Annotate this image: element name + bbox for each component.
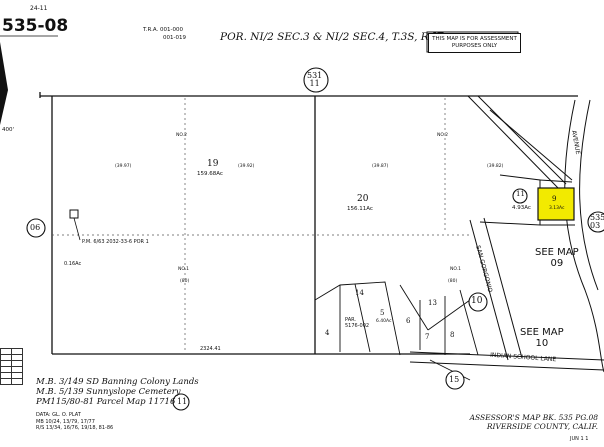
tra-line-1: T.R.A. 001-000 <box>143 27 183 33</box>
adjacent-page-left[interactable] <box>26 218 46 238</box>
diagonal-road <box>467 95 604 373</box>
adjacent-page-right[interactable] <box>587 211 604 233</box>
lot-label: (39.92) <box>238 164 255 169</box>
section-boundary <box>39 92 578 355</box>
school-lane <box>409 351 604 371</box>
highlighted-parcel[interactable] <box>537 187 575 221</box>
parcel-8-id: 8 <box>450 331 455 339</box>
north-arrow-label: 400' <box>2 127 15 133</box>
footer-date: JUN 1 1 <box>570 436 589 442</box>
parcel-7-id: 7 <box>425 333 430 341</box>
parcel-9-area: 3.13Ac <box>549 206 565 211</box>
assessment-note: THIS MAP IS FOR ASSESSMENT PURPOSES ONLY <box>428 33 521 53</box>
adjacent-page-top-label: 531 11 <box>307 71 323 89</box>
lot-label: NO.1 <box>450 267 462 272</box>
lot-label: NO.1 <box>178 267 190 272</box>
adjacent-page-bottom-right[interactable] <box>445 370 465 390</box>
bottom-dim: 2324.41 <box>200 346 221 352</box>
lot-label: (39.82) <box>487 164 504 169</box>
adjacent-page-bottom-left[interactable] <box>172 393 190 411</box>
parcel-19-area: 159.68Ac <box>197 171 223 177</box>
parcel-4-id: 4 <box>325 329 330 337</box>
data-block: DATA: GL. O. PLAT MB 10/24, 13/79, 17/77… <box>36 412 113 432</box>
parcel-10-id: 10 <box>471 296 483 306</box>
index-table <box>0 348 23 385</box>
left-note-area: 0.16Ac <box>64 261 82 267</box>
parcel-20-area: 156.11Ac <box>347 206 373 212</box>
adjacent-page-right-label: 535 03 <box>590 213 604 231</box>
footer-line-1: ASSESSOR'S MAP BK. 535 PG.08 <box>469 413 598 422</box>
lot-label: (80) <box>180 279 190 284</box>
parcel-5-area: 6.40Ac <box>376 319 392 324</box>
adjacent-page-bottom-right-label: 15 <box>449 375 460 384</box>
lot-label: NO.2 <box>176 133 188 138</box>
data-line: DATA: GL. O. PLAT <box>36 412 81 418</box>
parcel-19-id: 19 <box>207 159 219 169</box>
adjacent-page-left-label: 06 <box>30 223 41 232</box>
legend-line: M.B. 3/149 SD Banning Colony Lands <box>36 377 199 387</box>
parcel-20-id: 20 <box>357 194 369 204</box>
quarter-lines <box>52 98 470 352</box>
north-arrow-icon <box>0 42 8 125</box>
parcel-14-id: 14 <box>355 289 364 297</box>
left-small-parcel <box>69 209 79 219</box>
book-number: 535-08 <box>2 16 69 36</box>
parcel-13-id: 13 <box>428 299 437 307</box>
small-parcels <box>314 281 479 381</box>
footer: ASSESSOR'S MAP BK. 535 PG.08 RIVERSIDE C… <box>469 413 598 431</box>
left-note: P.M. 6/63 2032-33-6 POR 1 <box>82 239 149 245</box>
adjacent-page-bottom-left-label: 11 <box>177 397 188 406</box>
data-line: R/S 13/34, 16/76, 19/18, 81-86 <box>36 425 114 431</box>
legend-line: PM115/80-81 Parcel Map 11716 <box>36 396 176 407</box>
lot-label: (39.87) <box>372 164 389 169</box>
adjacent-page-top[interactable] <box>303 67 329 93</box>
parcel-11-area: 4.93Ac <box>512 205 531 211</box>
see-map-09[interactable]: SEE MAP 09 <box>535 247 579 269</box>
legend-line: M.B. 5/139 Sunnyslope Cemetery <box>36 386 181 397</box>
parcel-5-id: 5 <box>380 309 385 317</box>
lot-label: (39.97) <box>115 164 132 169</box>
tra-line-2: 001-019 <box>163 35 186 41</box>
see-map-10[interactable]: SEE MAP 10 <box>520 327 564 349</box>
legend: M.B. 3/149 SD Banning Colony Lands M.B. … <box>36 377 199 407</box>
par-num: 5176-002 <box>345 323 370 329</box>
parcel-11-circle <box>512 188 528 204</box>
parcel-11-id: 11 <box>516 190 525 198</box>
lot-label: NO.2 <box>437 133 449 138</box>
parcel-6-id: 6 <box>406 317 411 325</box>
par-label: PAR. <box>345 317 357 323</box>
header-title: POR. NI/2 SEC.3 & NI/2 SEC.4, T.3S, R.IE <box>220 31 444 43</box>
gorgonio-street <box>469 217 523 361</box>
parcel-10-circle <box>468 292 488 312</box>
lot-label: (80) <box>448 279 458 284</box>
footer-line-2: RIVERSIDE COUNTY, CALIF. <box>486 421 598 431</box>
top-left-note: 24-11 <box>30 5 48 12</box>
parcel-9-id[interactable]: 9 <box>552 195 557 203</box>
data-line: MB 10/24, 13/79, 17/77 <box>36 418 95 425</box>
